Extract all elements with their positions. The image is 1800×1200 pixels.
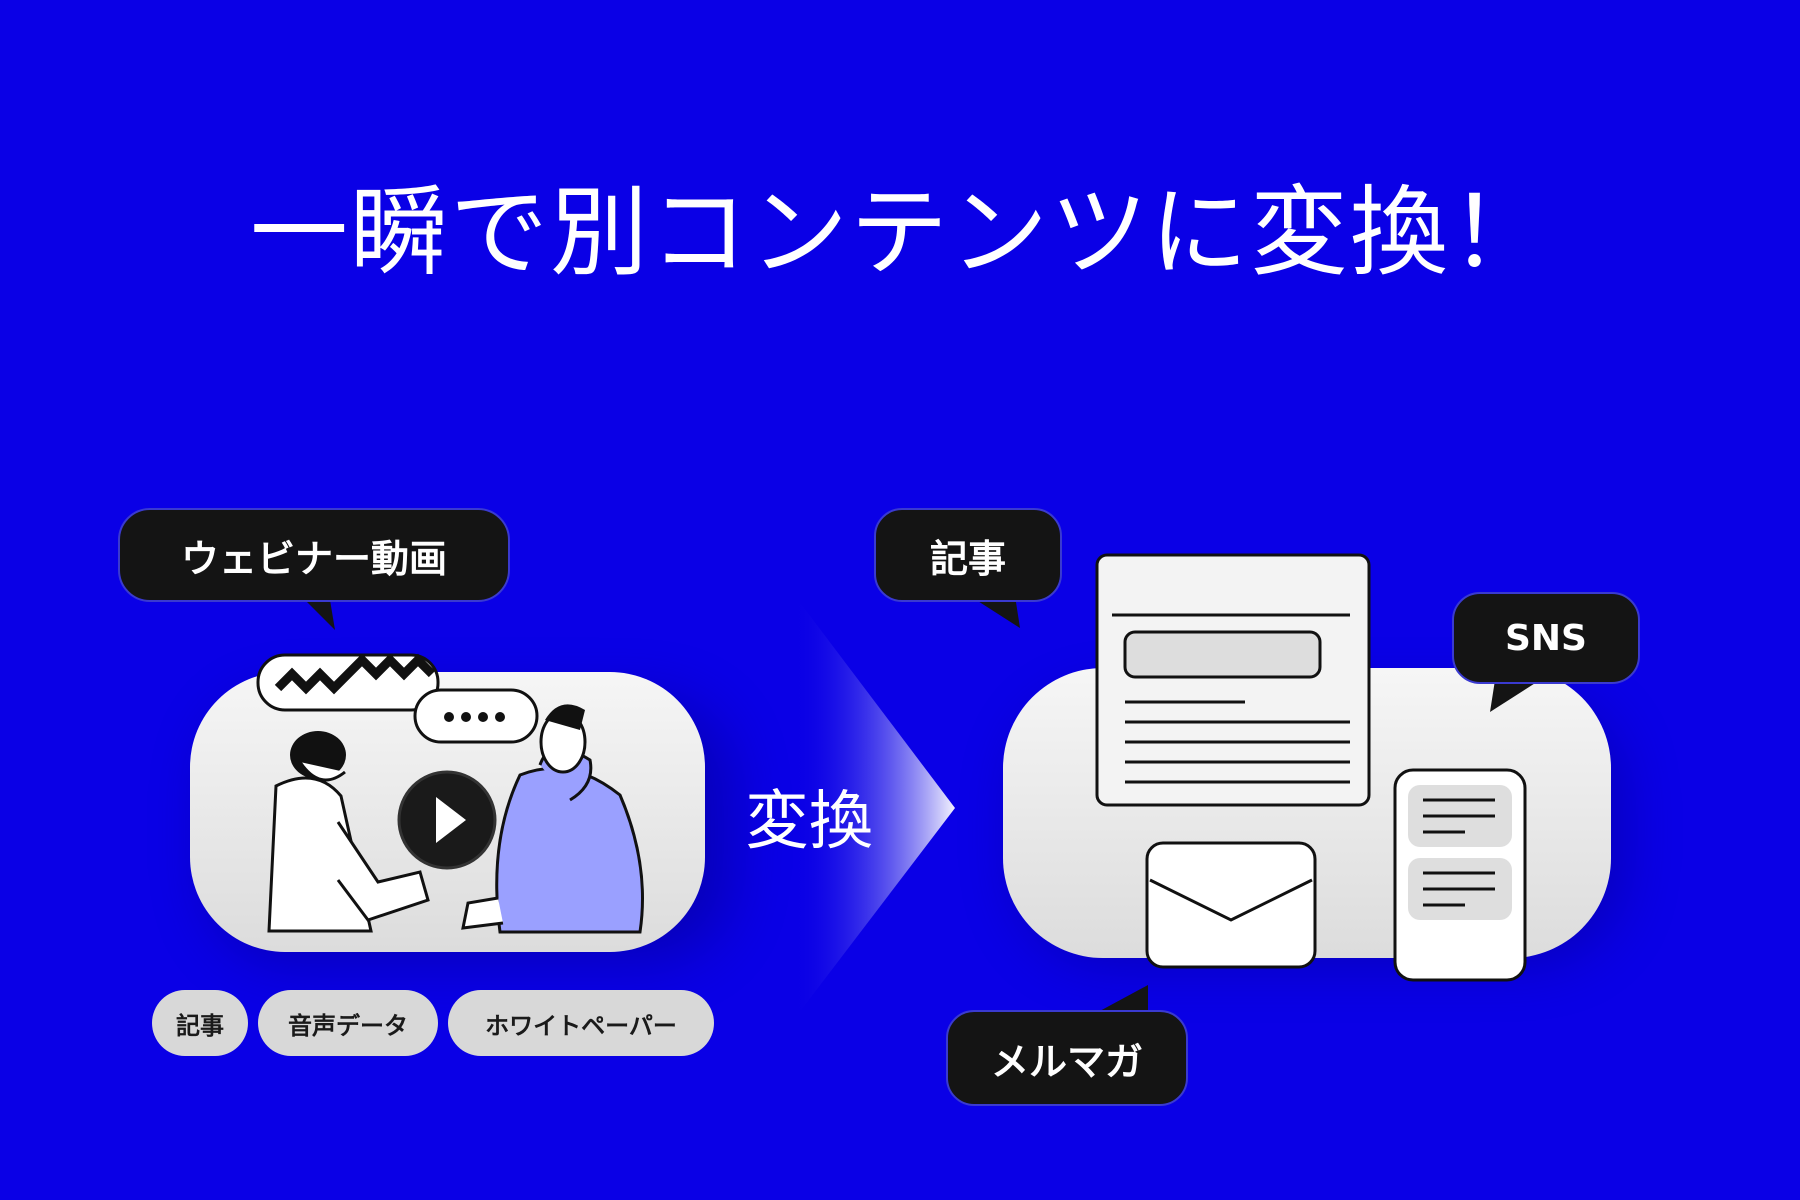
bubble-tail <box>305 600 335 630</box>
sns-bubble: SNS <box>1452 592 1640 684</box>
newsletter-bubble: メルマガ <box>946 1010 1188 1106</box>
convert-label: 変換 <box>745 785 873 859</box>
play-icon <box>397 770 497 870</box>
envelope-icon <box>1145 841 1317 969</box>
bubble-tail <box>1490 680 1540 712</box>
outputs-card <box>1003 553 1611 982</box>
tag-whitepaper: ホワイトペーパー <box>448 990 714 1056</box>
article-bubble: 記事 <box>874 508 1062 602</box>
tag-article: 記事 <box>152 990 248 1056</box>
bubble-tail <box>970 596 1020 628</box>
phone-icon <box>1393 768 1527 982</box>
document-icon <box>1095 553 1371 807</box>
bubble-tail <box>1098 985 1148 1012</box>
webinar-video-bubble: ウェビナー動画 <box>118 508 510 602</box>
arrow-icon <box>792 592 955 1022</box>
page-title: 一瞬で別コンテンツに変換！ <box>249 176 1550 290</box>
tag-audio-data: 音声データ <box>258 990 438 1056</box>
